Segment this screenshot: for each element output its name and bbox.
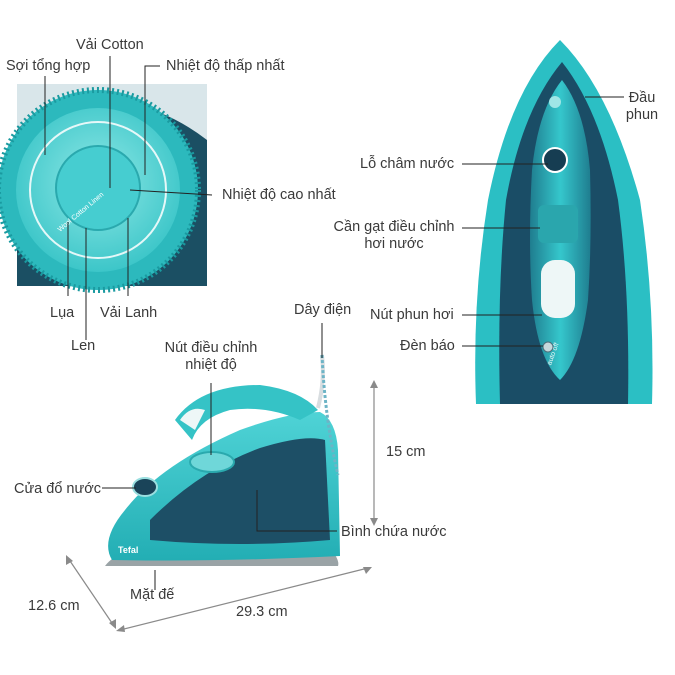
iron-top-view: auto off [475,40,653,404]
label-temp-knob-line1: Nút điều chỉnh [164,340,258,356]
label-steam-button: Nút phun hơi [370,307,454,323]
top-steam-lever [538,205,578,243]
label-cotton: Vải Cotton [76,37,144,53]
label-temp-knob: Nút điều chỉnh nhiệt độ [152,340,270,373]
label-silk: Lụa [50,305,75,321]
top-indicator-light [542,341,554,353]
label-nozzle-line2: phun [625,106,659,123]
label-fill-door: Cửa đổ nước [14,481,101,497]
label-temp-knob-line2: nhiệt độ [185,356,237,373]
label-nozzle-line1: Đầu [628,90,656,106]
leader-lines [44,56,624,590]
label-steam-lever-line2: hơi nước [364,235,424,252]
dimension-lines [66,380,378,632]
side-power-cord [320,354,340,476]
label-linen: Vải Lanh [100,305,158,321]
dimension-length: 29.3 cm [236,604,288,620]
label-max-temp: Nhiệt độ cao nhất [222,187,336,203]
side-steam-button [180,408,205,430]
label-fill-hole: Lỗ châm nước [360,156,455,172]
dial-grip-ridges [0,87,201,293]
dial-center-cap [55,145,141,231]
label-water-tank: Bình chứa nước [341,524,447,540]
iron-side-view: Tefal [105,354,340,566]
label-synthetic: Sợi tổng hợp [6,58,91,74]
label-steam-lever-line1: Cần gạt điều chỉnh [333,219,455,235]
dimension-depth: 12.6 cm [28,598,80,614]
label-steam-lever: Cần gạt điều chỉnh hơi nước [330,219,458,252]
dimension-height: 15 cm [386,444,426,460]
dial-closeup: Wool Cotton Linen [0,84,207,293]
label-indicator: Đèn báo [400,338,455,354]
top-steam-button [541,260,575,318]
label-power-cord: Dây điện [294,302,352,318]
side-fill-door [132,477,158,497]
label-wool: Len [71,338,96,354]
label-nozzle: Đầu phun [620,90,664,123]
brand-mark: Tefal [118,545,138,555]
label-soleplate: Mặt đế [130,587,175,603]
side-temp-knob [189,451,235,473]
top-nozzle [549,96,561,108]
top-fill-hole [542,147,568,173]
side-water-tank [150,438,330,544]
dial-scale-arc [29,121,167,259]
label-min-temp: Nhiệt độ thấp nhất [166,58,285,74]
